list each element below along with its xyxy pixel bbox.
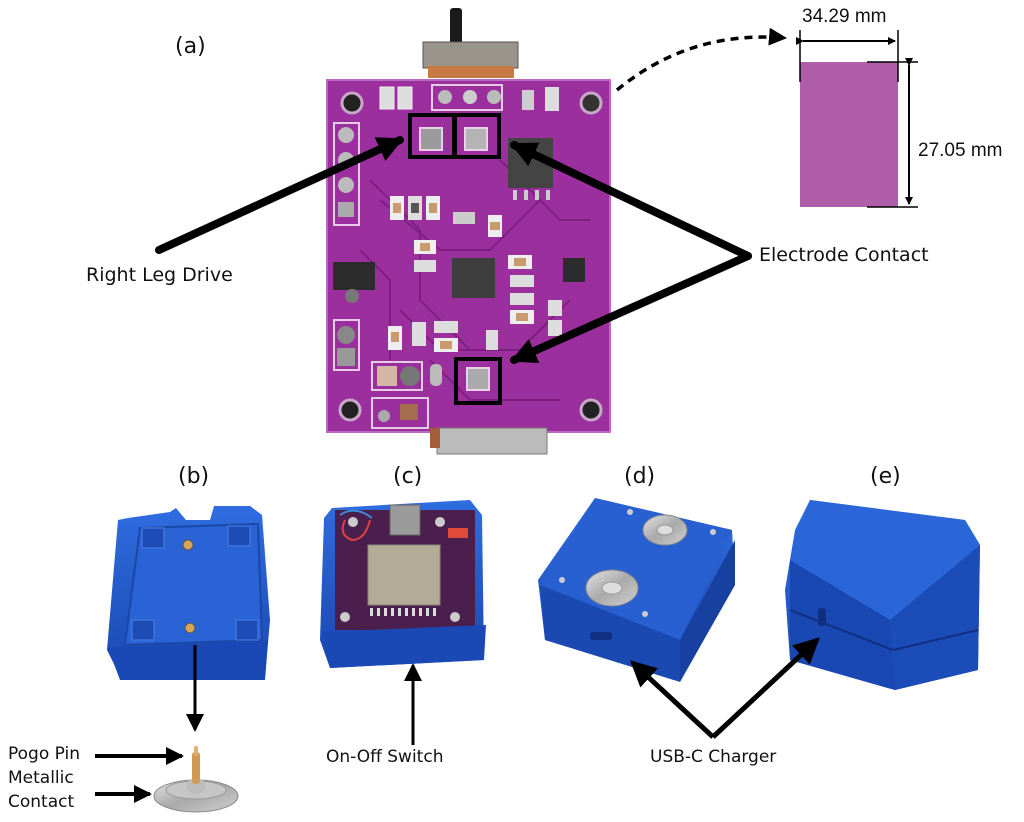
dimension-height: 27.05 mm <box>918 140 1003 161</box>
mounting-hole <box>338 398 362 422</box>
pcb-outline-shape <box>800 62 898 207</box>
closed-case-side-photo <box>785 500 980 690</box>
arrow-electrode-contact-top <box>510 141 752 260</box>
usb-c-slot-e <box>818 608 826 626</box>
regulator-chip <box>333 262 375 290</box>
usb-connector <box>436 427 548 455</box>
electrode-box-3 <box>454 357 502 405</box>
dimension-width: 34.29 mm <box>802 6 887 27</box>
panel-label-d: (d) <box>624 464 656 489</box>
pcb-board <box>326 8 611 455</box>
pogo-pin-photo <box>153 746 239 813</box>
label-metallic-contact-line2: Contact <box>8 792 75 812</box>
mounting-hole <box>340 91 364 115</box>
qfn-chip <box>452 258 495 298</box>
closed-case-top-photo <box>538 498 735 682</box>
arrow-usb-c-e <box>711 637 820 739</box>
mounting-hole <box>579 398 603 422</box>
label-electrode-contact: Electrode Contact <box>759 244 929 266</box>
assembled-pcb-photo <box>320 500 486 668</box>
esp32-module <box>367 544 441 606</box>
usb-c-port <box>389 504 421 536</box>
arrow-usb-c-d <box>630 660 715 739</box>
label-right-leg-drive: Right Leg Drive <box>86 264 233 286</box>
panel-label-a: (a) <box>175 34 206 59</box>
label-usb-c-charger: USB-C Charger <box>650 747 777 767</box>
open-case-photo <box>107 506 270 680</box>
mounting-hole <box>579 91 603 115</box>
panel-label-b: (b) <box>178 464 210 489</box>
label-on-off-switch: On-Off Switch <box>326 747 444 767</box>
label-metallic-contact-line1: Metallic <box>8 768 74 788</box>
arrow-right-leg-drive <box>155 136 404 254</box>
panel-label-c: (c) <box>393 464 423 489</box>
usb-c-slot-d <box>590 632 612 640</box>
dashed-connector-arrow <box>615 27 787 92</box>
label-pogo-pin: Pogo Pin <box>8 744 81 764</box>
switch-solder <box>428 66 514 78</box>
electrode-box-2 <box>453 113 501 159</box>
smd-components <box>371 196 562 429</box>
arrow-electrode-contact-bottom <box>510 252 752 364</box>
switch-body <box>422 41 519 69</box>
panel-label-e: (e) <box>870 464 901 489</box>
switch-lever <box>450 8 462 46</box>
